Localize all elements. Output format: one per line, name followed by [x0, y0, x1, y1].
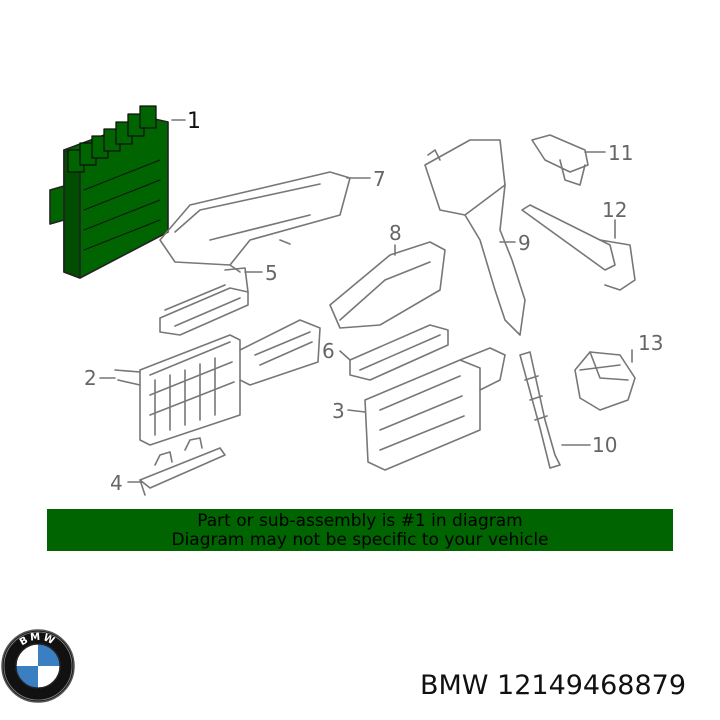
callout-12: 12: [602, 198, 627, 222]
part-13-cap[interactable]: [574, 351, 636, 411]
part-12-sensor[interactable]: [521, 204, 636, 291]
part-number-label: BMW 12149468879: [419, 670, 686, 701]
part-4-strip[interactable]: [139, 437, 226, 496]
part-2-fusebox[interactable]: [114, 319, 321, 446]
part-11-sensor[interactable]: [531, 134, 589, 186]
part-3-unit[interactable]: [364, 347, 506, 471]
part-1-ecu[interactable]: [49, 105, 169, 279]
notice-line-1: Part or sub-assembly is #1 in diagram: [197, 511, 523, 531]
part-10-plug[interactable]: [519, 351, 561, 469]
callout-9: 9: [518, 231, 531, 255]
parts-diagram: 1 2 3 4 5 6 7 8 9 10 11 12 13: [49, 105, 663, 496]
callout-10: 10: [592, 433, 617, 457]
callout-13: 13: [638, 331, 663, 355]
callout-5: 5: [265, 261, 278, 285]
callout-7: 7: [373, 167, 386, 191]
callout-3: 3: [332, 399, 345, 423]
callout-8: 8: [389, 221, 402, 245]
part-6-bracket[interactable]: [349, 324, 449, 381]
notice-banner: Part or sub-assembly is #1 in diagram Di…: [47, 509, 673, 551]
callout-2: 2: [84, 366, 97, 390]
notice-line-2: Diagram may not be specific to your vehi…: [171, 530, 549, 550]
part-5-bracket[interactable]: [159, 267, 249, 336]
callout-1: 1: [187, 109, 201, 134]
part-9-coil[interactable]: [424, 139, 526, 336]
part-8-pad[interactable]: [329, 241, 446, 329]
callout-4: 4: [110, 471, 123, 495]
callout-11: 11: [608, 141, 633, 165]
callout-6: 6: [322, 339, 335, 363]
part-7-cover[interactable]: [159, 171, 351, 273]
bmw-logo-icon: BMW: [1, 629, 75, 703]
